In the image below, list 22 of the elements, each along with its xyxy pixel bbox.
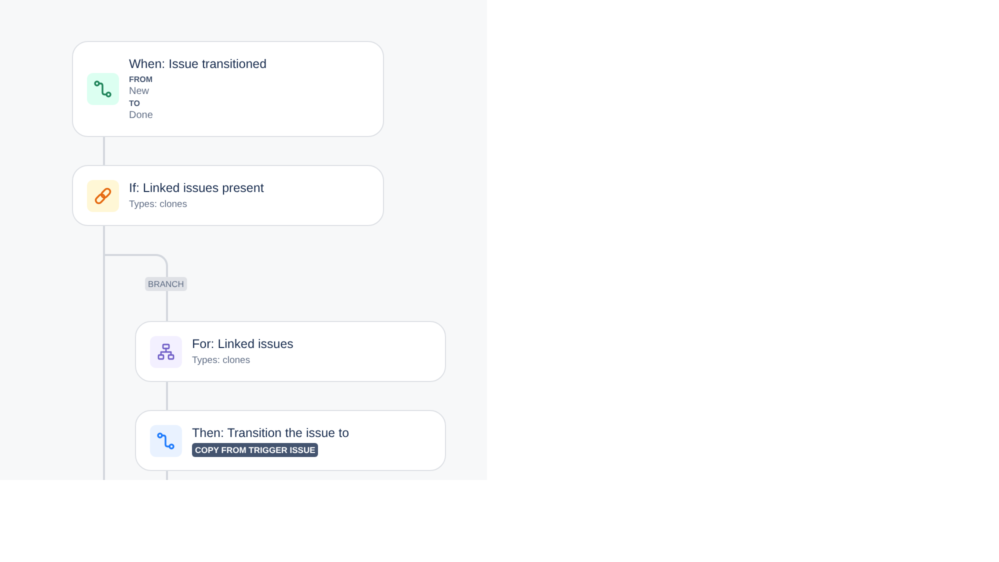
connector-line bbox=[103, 255, 105, 480]
step-card bbox=[135, 321, 446, 382]
connector-line bbox=[166, 382, 168, 410]
edge-label: BRANCH bbox=[145, 277, 187, 291]
step-card bbox=[72, 41, 384, 137]
connector-line bbox=[104, 254, 168, 321]
step-title: For: Linked issues bbox=[192, 336, 294, 352]
value-tag: COPY FROM TRIGGER ISSUE bbox=[192, 442, 318, 456]
field-value: New bbox=[129, 86, 150, 98]
field-label: FROM bbox=[129, 74, 153, 86]
step-card bbox=[72, 165, 384, 226]
step-title: When: Issue transitioned bbox=[129, 56, 267, 72]
field-label: TO bbox=[129, 98, 140, 110]
step-card bbox=[135, 410, 446, 471]
connector-line bbox=[103, 226, 105, 255]
step-title: Then: Transition the issue to bbox=[192, 424, 350, 440]
connector-line bbox=[166, 471, 168, 480]
step-detail: Types: clones bbox=[129, 199, 188, 211]
field-value: Done bbox=[129, 110, 153, 122]
connector-line bbox=[103, 137, 105, 165]
step-title: If: Linked issues present bbox=[129, 180, 264, 196]
step-detail: Types: clones bbox=[192, 355, 250, 367]
